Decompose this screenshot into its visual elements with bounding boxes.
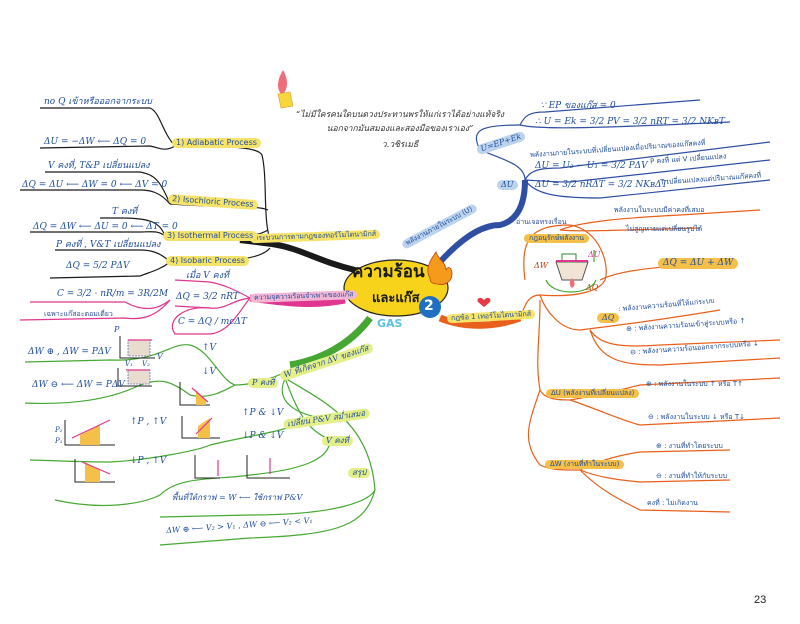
page-number: 23	[754, 594, 767, 606]
heart-icon	[477, 297, 491, 307]
pv-graph-areas	[80, 339, 210, 482]
chapter-badge: 2	[424, 298, 434, 314]
work-v-const-label: V คงที่	[322, 436, 353, 446]
quote-author: ว.วชิรเมธี	[381, 140, 419, 150]
quote-line-1: “ไม่มีใครคนใดบนดวงประทานพรให้แก่เราได้อย…	[295, 110, 505, 120]
center-topic	[343, 251, 453, 318]
delta-u-formula-2: ΔU = 3/2 nRΔT = 3/2 NKʙΔT	[535, 180, 668, 190]
dw-item-1: ⊕ : งานที่ทำโดยระบบ	[656, 442, 723, 450]
work-pv-p-down-v-up: ↓P , ↑V	[130, 456, 167, 466]
dw-item-2: ⊖ : งานที่ทำให้กับระบบ	[656, 472, 728, 480]
branch-internal-energy-lines	[437, 99, 771, 265]
center-title-line-2: และแก๊ส	[372, 291, 420, 306]
process-isobaric-note-1: P คงที่ , V&T เปลี่ยนแปลง	[56, 240, 161, 250]
process-adiabatic-note-1: no Q เข้าหรือออกจากระบบ	[44, 97, 152, 107]
work-summary-1: พื้นที่ใต้กราฟ = W ⟵ ใช้กราฟ P&V	[172, 493, 303, 502]
first-law-formula: ΔQ = ΔU + ΔW	[658, 258, 739, 269]
conservation-item-2: ไม่สูญหายแต่เปลี่ยนรูปได้	[626, 225, 703, 233]
chapter-badge-circle	[419, 296, 441, 318]
work-p-const-v-up: ↑V	[202, 343, 217, 353]
graph-label-v1: V₁	[125, 360, 133, 368]
work-pv-p-down-v-down: ↓P & ↓V	[242, 431, 284, 441]
work-p-const-positive: ΔW ⊕ , ΔW = PΔV	[28, 347, 111, 357]
conservation-header: อ่านเจอทรงเรื่อน	[516, 218, 567, 226]
process-adiabatic-note-2: ΔU = −ΔW ⟵ ΔQ = 0	[44, 137, 147, 147]
graph-label-p2: P₂	[55, 426, 63, 434]
center-title-line-1: ความร้อน	[352, 262, 425, 282]
graph-label-v2: V₂	[142, 360, 150, 368]
flame-icon	[427, 251, 453, 285]
conservation-item-1: พลังงานในระบบมีค่าคงที่เสมอ	[614, 206, 705, 214]
energy-cylinder-diagram	[545, 250, 597, 293]
process-isochoric-note-2: ΔQ = ΔU ⟵ ΔW = 0 ⟵ ΔV = 0	[22, 180, 168, 190]
delta-u-formula-1: ΔU = U₂ − U₁ = 3/2 PΔV	[535, 161, 648, 171]
graph-label-p: P	[114, 325, 120, 334]
work-summary-label: สรุป	[348, 468, 371, 478]
quote-line-2: นอกจากมันสมองและสองมือของเราเอง”	[326, 124, 474, 134]
process-isothermal-note-1: T คงที่	[112, 207, 138, 217]
process-isochoric-note-1: V คงที่, T&P เปลี่ยนแปลง	[48, 161, 150, 171]
specific-heat-formula-3: C = ΔQ / mcΔT	[178, 317, 247, 327]
conservation-label: กฎอนุรักษ์พลังงาน	[524, 234, 589, 243]
work-p-const-v-down: ↓V	[202, 367, 217, 377]
specific-heat-formula-1: C = 3/2 · nR/m = 3R/2M	[57, 289, 169, 299]
du-item-1: ⊕ : พลังงานในระบบ ↑ หรือ T↑	[646, 380, 743, 388]
process-isobaric-note-2: ΔQ = 5/2 PΔV	[66, 261, 130, 271]
du-item-2: ⊖ : พลังงานในระบบ ↓ หรือ T↓	[648, 413, 745, 421]
pv-graph-arrows	[71, 339, 271, 476]
dq-label: ΔQ	[597, 313, 620, 323]
specific-heat-formula-2: ΔQ = 3/2 nRT	[176, 292, 239, 302]
candle-icon	[277, 70, 294, 109]
process-isothermal-note-2: ΔQ = ΔW ⟵ ΔU = 0 ⟵ ΔT = 0	[33, 222, 178, 232]
graph-label-p1: P₁	[55, 437, 63, 445]
du-label: ΔU (พลังงานที่เปลี่ยนแปลง)	[546, 389, 640, 398]
specific-heat-monatomic: เฉพาะแก๊สอะตอมเดี่ยว	[44, 310, 113, 318]
specific-heat-v-const: เมื่อ V คงที่	[186, 271, 229, 281]
dw-label: ΔW (งานที่ทำในระบบ)	[545, 460, 625, 469]
diagram-dq: ΔQ	[586, 283, 599, 292]
gas-label: GAS	[377, 317, 403, 330]
delta-u-label: ΔU	[497, 180, 518, 190]
graph-label-v: V	[157, 352, 163, 361]
process-isobaric: 4) Isobaric Process	[166, 256, 249, 266]
dw-item-3: คงที่ : ไม่เกิดงาน	[647, 499, 698, 507]
work-pv-p-up-v-up: ↑P , ↑V	[130, 417, 167, 427]
process-isothermal: 3) Isothermal Process	[163, 231, 258, 241]
process-adiabatic: 1) Adiabatic Process	[172, 138, 261, 148]
diagram-dw: ΔW	[534, 261, 548, 270]
u-def-2: ∴ U = Ek = 3/2 PV = 3/2 nRT = 3/2 NKʙT	[535, 117, 725, 127]
diagram-du: ΔU	[588, 250, 601, 259]
work-p-const-negative: ΔW ⊖ ⟵ ΔW = PΔV	[32, 380, 125, 390]
work-pv-p-up-v-down: ↑P & ↓V	[242, 408, 284, 418]
work-p-const-label: P คงที่	[248, 378, 279, 388]
u-def-1: ∵ EP ของแก๊ส = 0	[540, 101, 616, 111]
